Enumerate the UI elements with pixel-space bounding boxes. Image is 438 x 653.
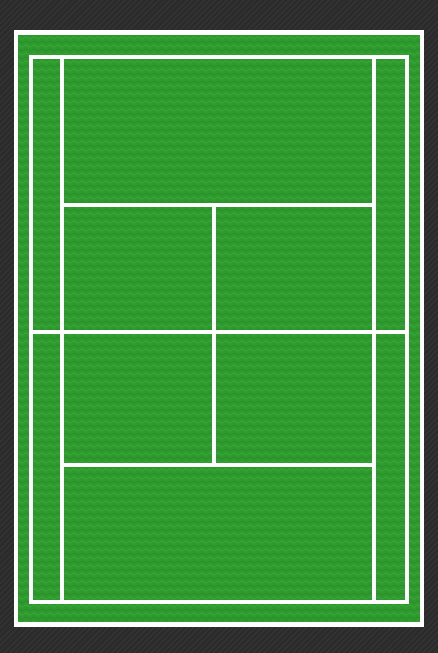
court-surface (18, 35, 420, 622)
singles-sideline-right (372, 55, 376, 604)
doubles-sideline-left (29, 55, 33, 604)
baseline-bottom (29, 600, 409, 604)
center-service-line (212, 203, 216, 467)
doubles-sideline-right (405, 55, 409, 604)
service-line-top (60, 203, 376, 207)
singles-sideline-left (60, 55, 64, 604)
service-line-bottom (60, 463, 376, 467)
baseline-top (29, 55, 409, 59)
net (29, 330, 409, 334)
